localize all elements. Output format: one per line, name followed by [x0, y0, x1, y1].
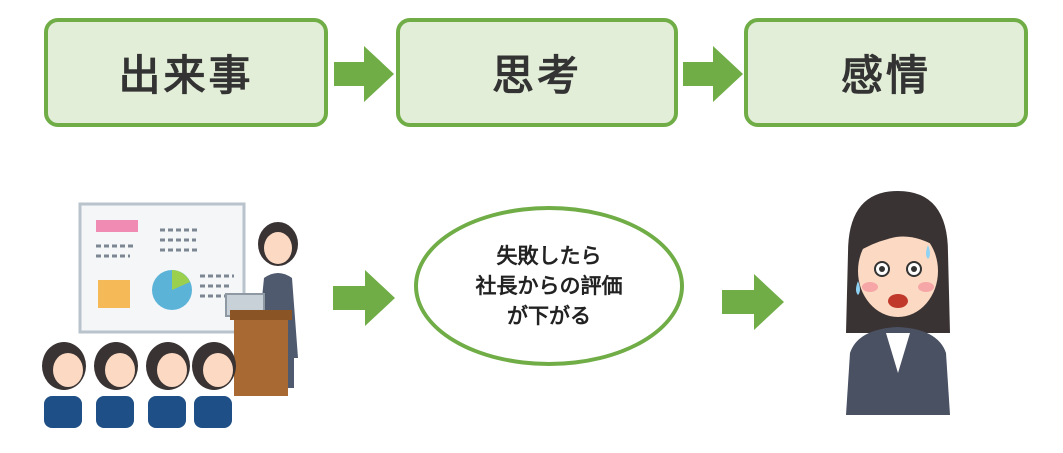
presentation-scene-illustration [42, 202, 298, 428]
thought-bubble: 失敗したら 社長からの評価 が下がる [414, 206, 684, 366]
event-box: 出来事 [44, 18, 328, 127]
feeling-box: 感情 [744, 18, 1028, 127]
arrow-right-icon [333, 270, 395, 326]
thought-line-2: 社長からの評価 [475, 274, 623, 298]
worried-businesswoman-illustration [846, 191, 950, 415]
arrow-right-icon [334, 46, 394, 102]
arrow-right-icon [683, 46, 743, 102]
thought-line-1: 失敗したら [496, 244, 602, 268]
thought-box: 思考 [396, 18, 678, 127]
event-label: 出来事 [118, 51, 254, 100]
arrow-right-icon [722, 274, 784, 330]
feeling-label: 感情 [840, 51, 931, 100]
thought-line-3: が下がる [507, 304, 591, 328]
thought-label: 思考 [491, 51, 582, 100]
